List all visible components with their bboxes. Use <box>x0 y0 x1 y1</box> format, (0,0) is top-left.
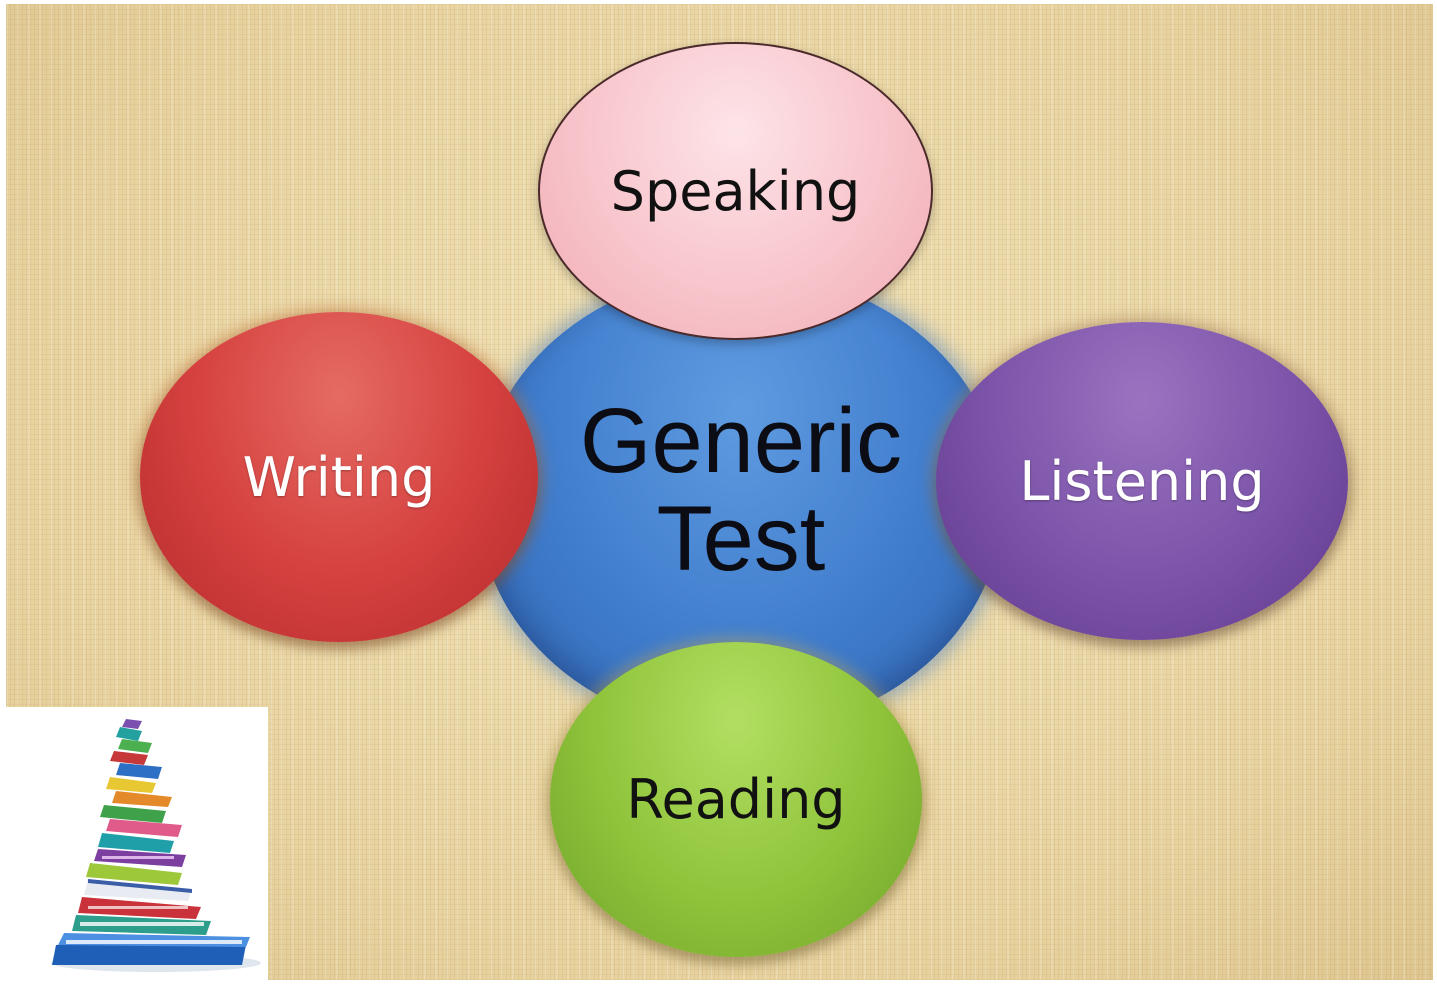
center-label-line2: Test <box>656 488 826 590</box>
listening-label: Listening <box>1019 449 1265 513</box>
center-label-line1: Generic <box>579 390 903 492</box>
writing-label: Writing <box>242 445 436 509</box>
speaking-label: Speaking <box>610 159 861 223</box>
listening-node: Listening <box>936 322 1348 640</box>
reading-label: Reading <box>626 768 846 831</box>
books-illustration <box>6 707 268 980</box>
speaking-node: Speaking <box>538 42 933 340</box>
center-label: Generic Test <box>546 392 936 588</box>
slide-canvas: Generic Test Speaking Writing Listening … <box>6 4 1433 980</box>
writing-node: Writing <box>140 312 538 642</box>
stack-of-books-icon <box>51 719 261 972</box>
reading-node: Reading <box>550 642 922 957</box>
